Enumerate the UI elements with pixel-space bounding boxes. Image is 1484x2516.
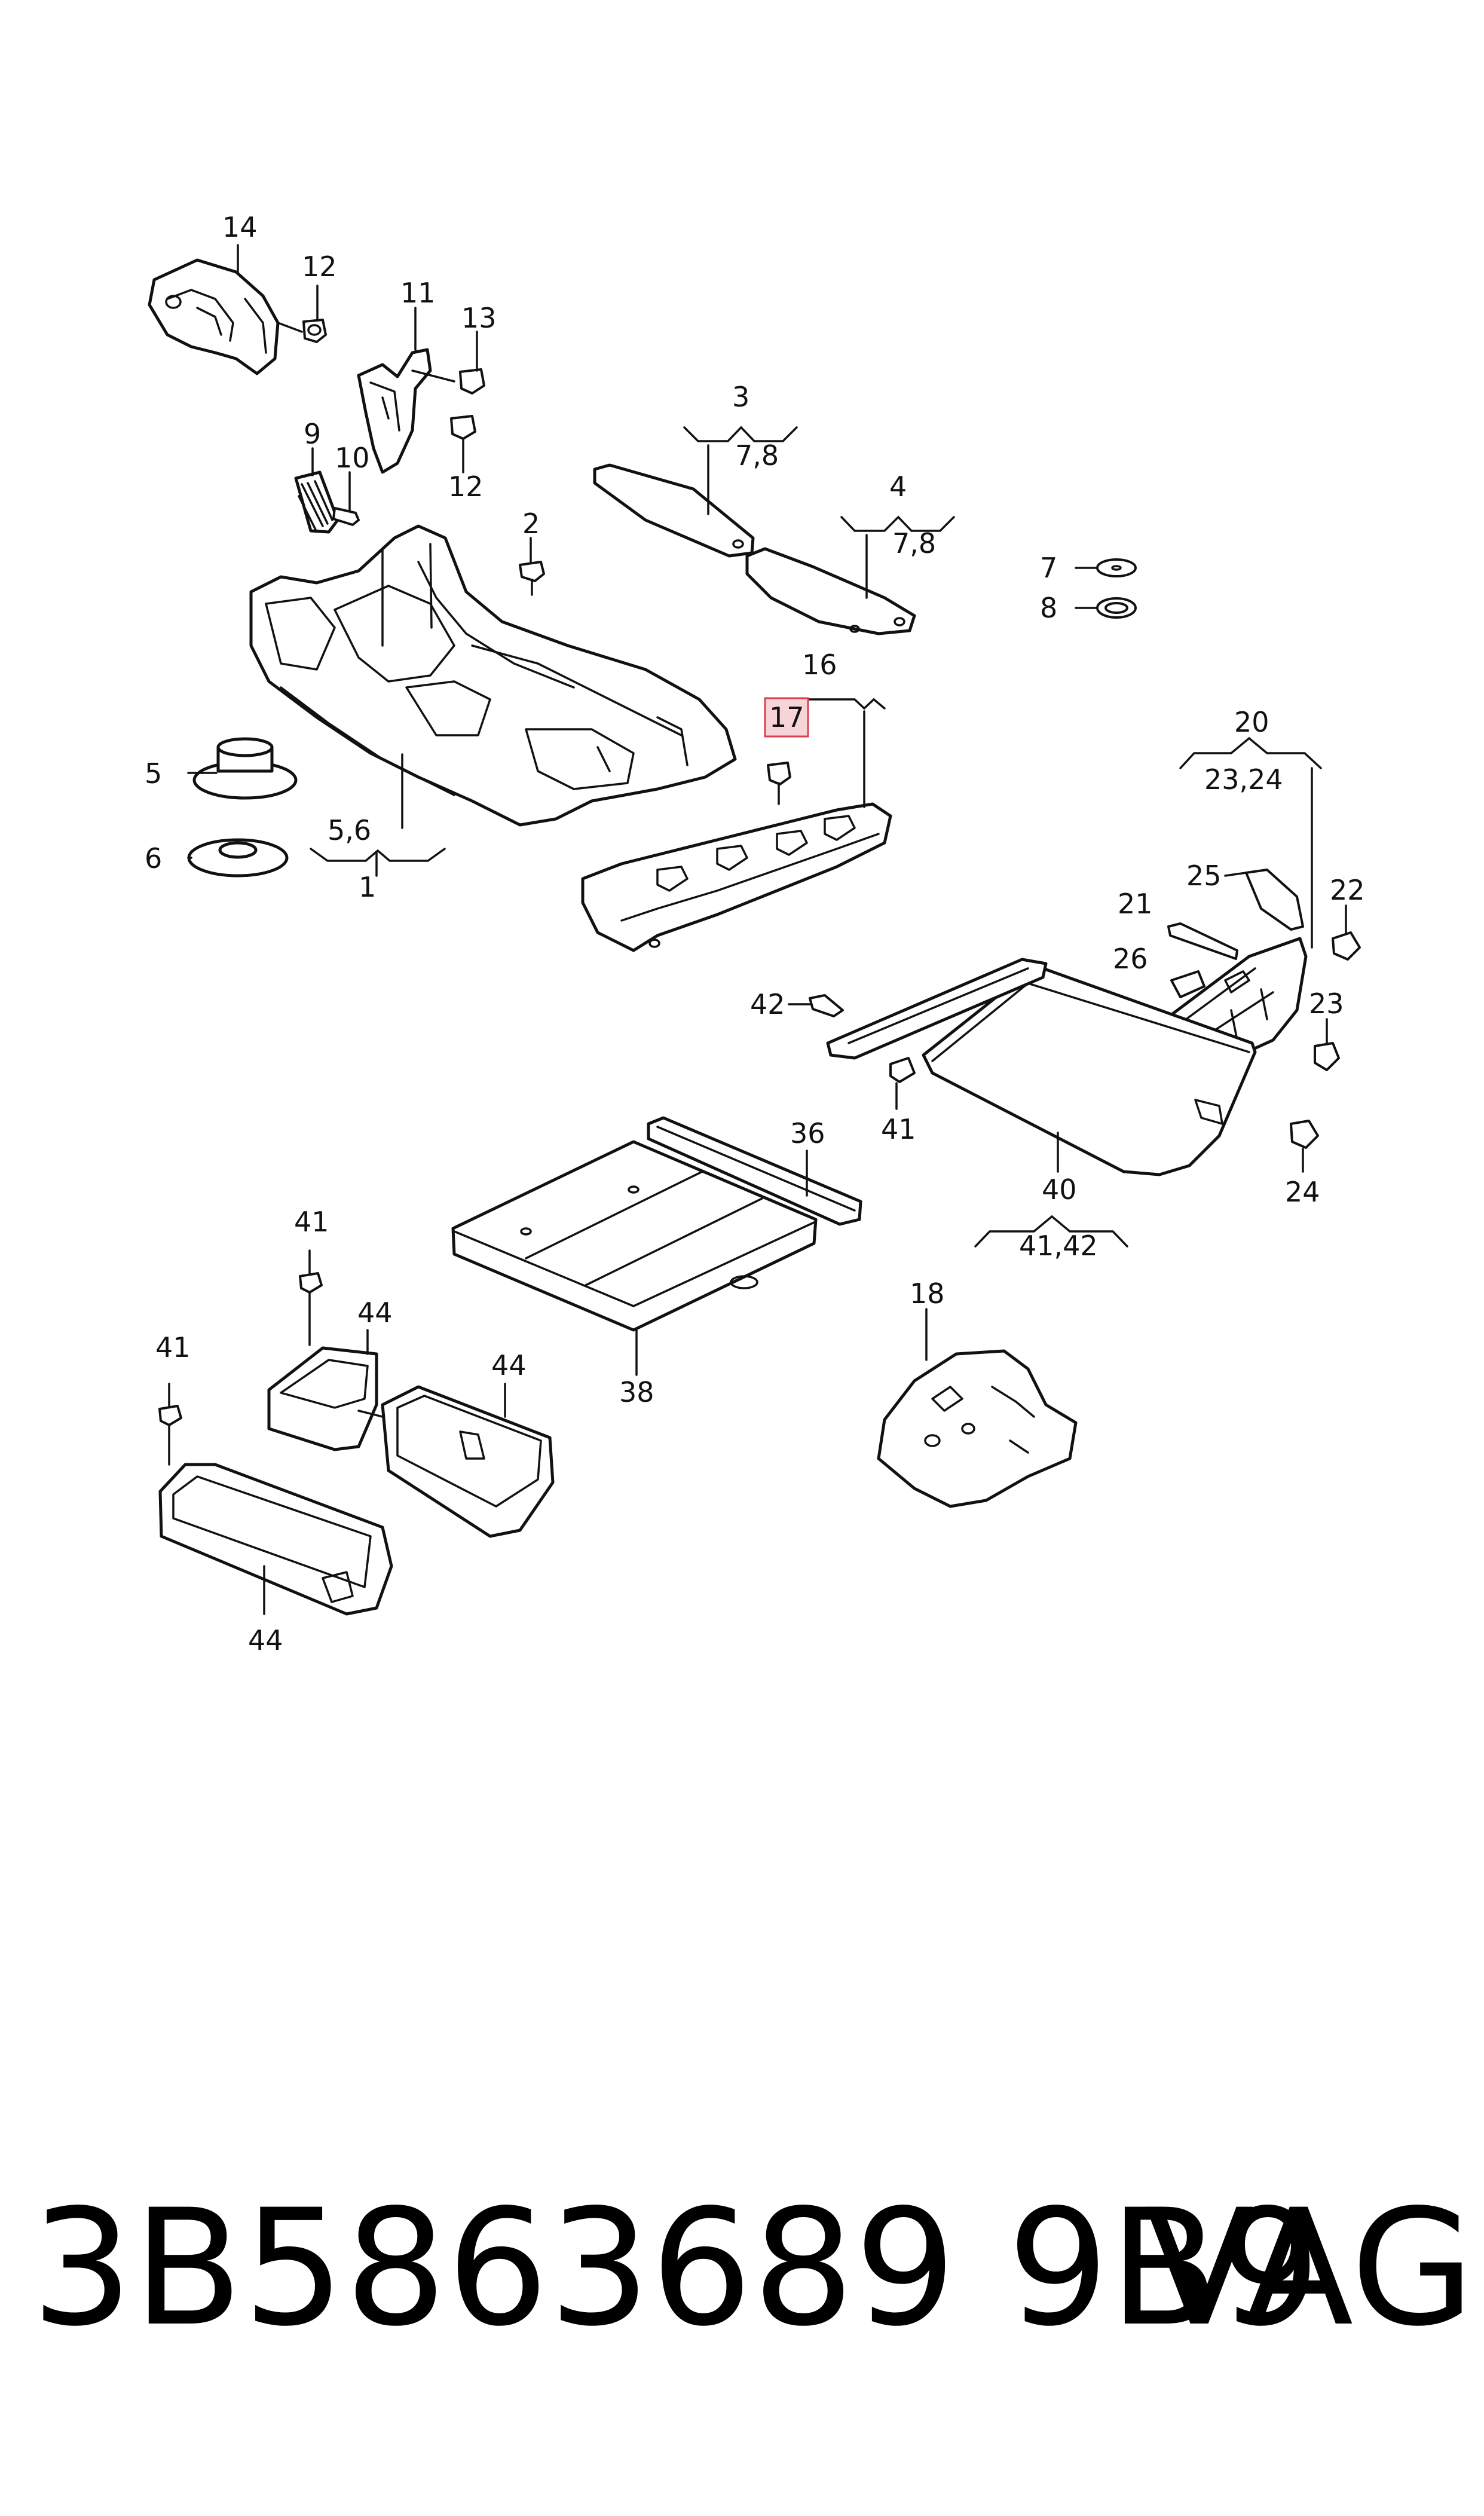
part-1-floor-carpet (249, 524, 737, 827)
part-12-nut-b (450, 415, 476, 440)
part-number: 3B5863689 9B9 (31, 2175, 1321, 2362)
part-41-plug-a (889, 1057, 916, 1083)
part-40-rail (826, 958, 1048, 1060)
part-7-washer (1096, 558, 1137, 577)
callout-10: 10 (335, 442, 370, 474)
callout-16: 16 (802, 649, 837, 681)
callout-7: 7 (1040, 552, 1057, 584)
part-42-screw (809, 994, 844, 1017)
part-44-tray-small (267, 1346, 384, 1451)
callout-26: 26 (1113, 943, 1148, 975)
callout-36: 36 (790, 1117, 825, 1150)
part-21-screw (1167, 922, 1238, 960)
callout-3: 3 (732, 381, 749, 413)
callout-21: 21 (1118, 888, 1153, 920)
callout-3-sub: 7,8 (735, 439, 779, 472)
part-24-clip (1290, 1120, 1319, 1149)
part-14-bracket (148, 258, 303, 375)
callout-18: 18 (910, 1277, 945, 1310)
part-2-fastener (519, 561, 545, 596)
callout-44: 44 (491, 1349, 527, 1381)
callout-5: 5 (145, 757, 162, 790)
part-10-screw (332, 507, 360, 526)
part-12-nut-a (302, 319, 327, 343)
brand-name: VAG (1145, 2175, 1475, 2362)
callout-12: 12 (302, 250, 337, 283)
callout-11: 11 (400, 277, 436, 309)
callout-8: 8 (1040, 592, 1057, 624)
callout-24: 24 (1285, 1176, 1320, 1208)
callout-41: 41 (155, 1331, 191, 1364)
callout-2: 2 (522, 508, 540, 540)
part-6-grommet (187, 838, 289, 878)
part-5-grommet (192, 737, 298, 800)
part-25-bracket (1245, 869, 1304, 931)
callout-12: 12 (448, 470, 484, 503)
callout-labels: 14 12 11 13 12 9 10 2 3 7,8 4 7,8 7 8 5 … (145, 211, 1365, 1656)
part-16-insulation (581, 802, 892, 952)
callout-1: 1 (359, 871, 376, 903)
part-18-cover (877, 1349, 1078, 1508)
callout-41: 41 (881, 1113, 916, 1145)
callout-25: 25 (1186, 860, 1222, 892)
callout-5-6: 5,6 (328, 814, 371, 846)
callout-20: 20 (1234, 706, 1269, 738)
part-9-pad (294, 470, 339, 534)
part-44-tray-large (158, 1463, 393, 1616)
callout-40-sub: 41,42 (1019, 1230, 1098, 1262)
callout-6: 6 (145, 842, 162, 875)
callout-22: 22 (1330, 874, 1365, 906)
callout-23: 23 (1309, 988, 1344, 1020)
callout-13: 13 (461, 302, 497, 334)
callout-9: 9 (304, 418, 321, 450)
part-26-tag (1170, 970, 1205, 998)
part-11-clip (357, 348, 455, 474)
callout-14: 14 (222, 211, 258, 243)
part-36-strip (647, 1116, 862, 1226)
part-41-plug-c (158, 1405, 182, 1426)
callout-4: 4 (889, 470, 907, 503)
callout-20-sub: 23,24 (1204, 763, 1283, 796)
part-8-ring (1096, 597, 1137, 619)
part-44-tray-medium (381, 1385, 555, 1538)
part-17-clip (767, 762, 791, 805)
callout-44: 44 (248, 1624, 283, 1656)
callout-4-sub: 7,8 (892, 527, 936, 560)
part-23-clip (1314, 1042, 1340, 1071)
callout-40: 40 (1042, 1173, 1077, 1206)
callout-38: 38 (619, 1376, 654, 1408)
part-22-clip (1332, 931, 1361, 961)
callout-17: 17 (769, 701, 804, 733)
callout-44: 44 (357, 1297, 393, 1329)
part-3-strip (593, 463, 755, 558)
part-4-strip (745, 547, 916, 635)
part-13-screw (459, 368, 485, 395)
part-17-highlight (764, 697, 809, 738)
callout-42: 42 (750, 988, 785, 1020)
part-38-floor-board (451, 1140, 818, 1332)
part-41-plug-b (299, 1272, 323, 1294)
callout-41: 41 (294, 1206, 329, 1238)
